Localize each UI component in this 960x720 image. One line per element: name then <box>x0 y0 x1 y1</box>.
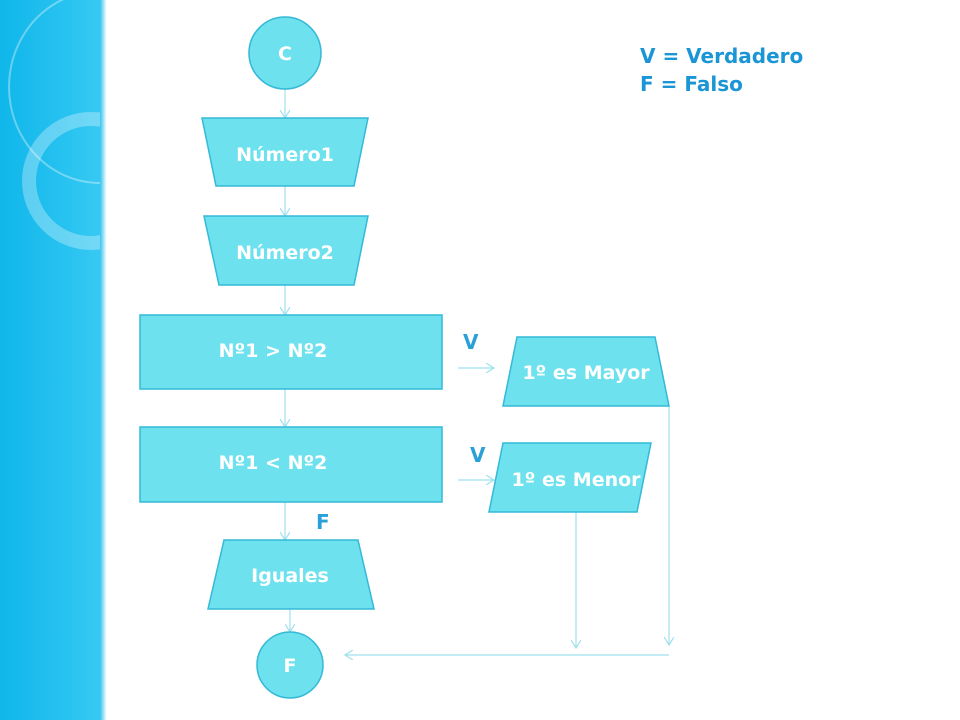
decision2-node: Nº1 < Nº2 <box>139 426 443 503</box>
end-node: F <box>256 631 324 699</box>
input1-node: Número1 <box>201 117 369 187</box>
legend-false: F = Falso <box>640 72 743 96</box>
iguales-node: Iguales <box>207 539 375 610</box>
branch-label-true-1: V <box>463 330 479 354</box>
mayor-label: 1º es Mayor <box>522 362 650 384</box>
input2-label: Número2 <box>236 242 334 264</box>
decorative-sidebar <box>0 0 106 720</box>
decision1-node: Nº1 > Nº2 <box>139 314 443 390</box>
connectors <box>285 88 669 655</box>
iguales-label: Iguales <box>251 565 329 587</box>
decision1-label: Nº1 > Nº2 <box>219 340 328 362</box>
branch-label-false: F <box>316 510 330 534</box>
menor-node: 1º es Menor <box>488 442 652 513</box>
decision2-label: Nº1 < Nº2 <box>219 452 328 474</box>
legend: V = Verdadero F = Falso <box>640 42 803 98</box>
end-label: F <box>284 655 297 677</box>
start-label: C <box>278 43 292 65</box>
start-node: C <box>248 16 322 90</box>
input1-label: Número1 <box>236 144 334 166</box>
input2-node: Número2 <box>203 215 369 286</box>
menor-label: 1º es Menor <box>511 469 641 491</box>
mayor-node: 1º es Mayor <box>502 336 670 407</box>
branch-label-true-2: V <box>470 443 486 467</box>
legend-true: V = Verdadero <box>640 44 804 68</box>
